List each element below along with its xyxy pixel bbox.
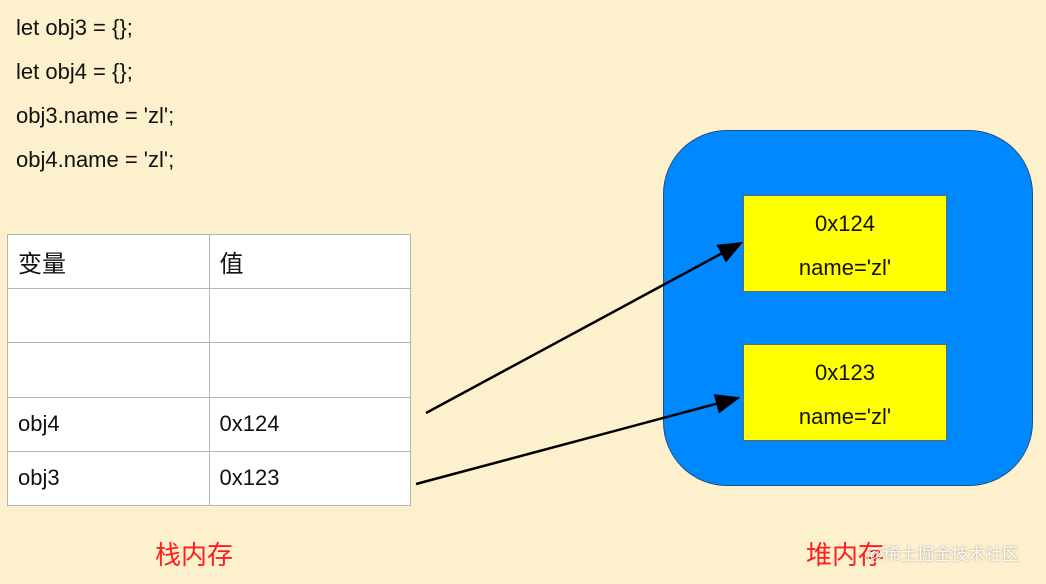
- table-cell-value: [208, 342, 411, 398]
- table-cell-value: [208, 288, 411, 344]
- table-row: [7, 288, 411, 344]
- code-line-3: obj3.name = 'zl';: [16, 103, 175, 128]
- arrow-obj4-to-0x124: [425, 241, 744, 415]
- table-cell-value: 0x123: [208, 450, 411, 507]
- stack-table: 变量 值 obj4 0x124 obj3 0x123: [7, 233, 411, 507]
- watermark: @稀土掘金技术社区: [866, 545, 1020, 564]
- stack-memory-label: 栈内存: [155, 540, 234, 570]
- table-cell-variable: [7, 342, 210, 398]
- table-cell-variable: obj3: [7, 450, 210, 507]
- heap-object-0x123: 0x123 name='zl': [743, 344, 947, 441]
- table-row: obj3 0x123: [7, 450, 411, 507]
- heap-object-address: 0x124: [815, 211, 875, 236]
- table-header-row: 变量 值: [7, 233, 411, 290]
- heap-object-content: name='zl': [798, 255, 892, 280]
- table-cell-variable: [7, 288, 210, 344]
- code-line-4: obj4.name = 'zl';: [16, 147, 175, 172]
- header-value: 值: [208, 233, 411, 290]
- header-variable: 变量: [7, 233, 210, 290]
- code-line-1: let obj3 = {};: [16, 15, 133, 40]
- arrow-obj3-to-0x123: [415, 394, 741, 486]
- heap-memory-label: 堆内存: [806, 540, 885, 570]
- heap-object-content: name='zl': [798, 404, 892, 429]
- code-line-2: let obj4 = {};: [16, 59, 133, 84]
- heap-object-address: 0x123: [815, 360, 875, 385]
- heap-object-0x124: 0x124 name='zl': [743, 195, 947, 292]
- table-row: [7, 342, 411, 398]
- table-cell-variable: obj4: [7, 396, 210, 452]
